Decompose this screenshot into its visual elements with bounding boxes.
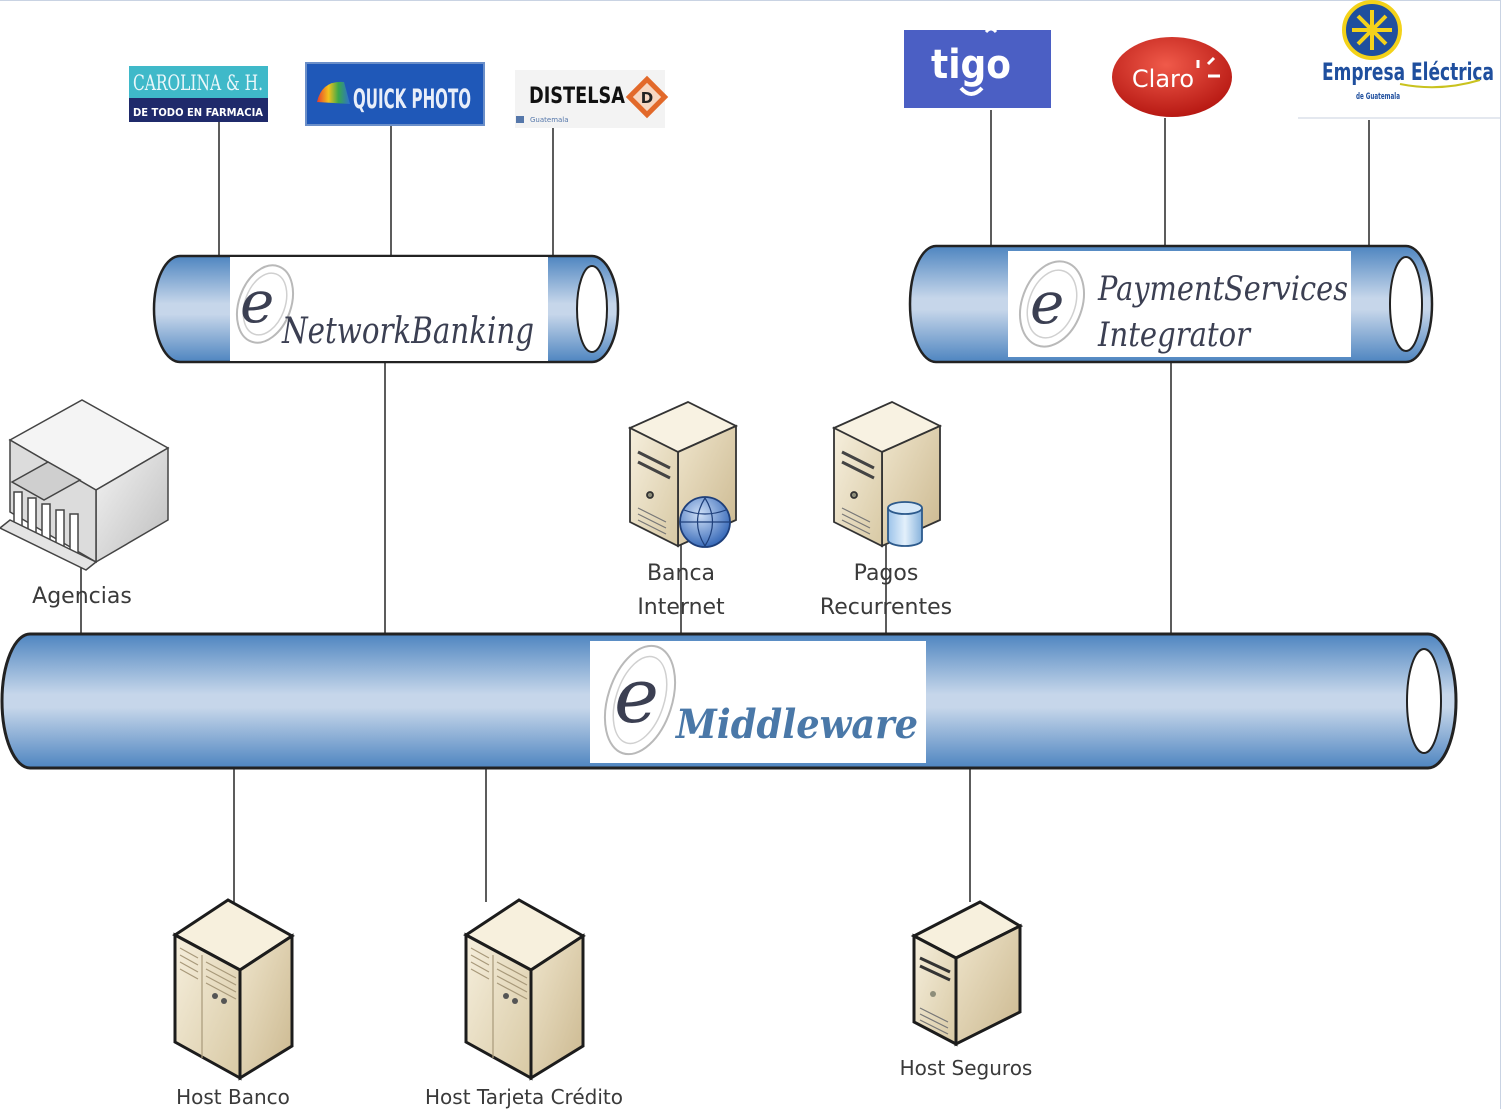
logo-empresa-tagline: de Guatemala [1356, 92, 1400, 102]
connector-lines [80, 110, 1370, 902]
server-icon [910, 900, 1024, 1047]
logo-distelsa-country: Guatemala [530, 116, 569, 124]
logo-empresa-text: Empresa Eléctrica [1322, 58, 1494, 86]
networkbanking-e-mark: e [240, 268, 274, 336]
bank-building-icon [0, 399, 170, 571]
logo-carolina-text: CAROLINA & H. [133, 71, 263, 95]
host-tarjeta-label: Host Tarjeta Crédito [425, 1085, 623, 1109]
payment-title-line1: PaymentServices [1097, 269, 1348, 309]
middleware-e-mark: e [614, 651, 659, 740]
logo-distelsa-badge: D [641, 89, 653, 107]
mainframe-icon [463, 898, 586, 1081]
logo-claro-text: Claro [1132, 65, 1194, 93]
logo-distelsa: DISTELSA Guatemala D [515, 70, 669, 128]
logo-claro: Claro [1112, 37, 1232, 117]
agencias-label: Agencias [32, 584, 132, 609]
logo-carolina-tagline: DE TODO EN FARMACIA [133, 106, 263, 119]
logo-empresa-electrica: Empresa Eléctrica de Guatemala [1298, 0, 1500, 119]
pagos-label-line2: Recurrentes [820, 595, 952, 620]
middleware-title: Middleware [674, 701, 918, 748]
database-server-icon [831, 401, 943, 548]
bus-network-banking: e NetworkBanking [152, 254, 620, 364]
host-banco-label: Host Banco [176, 1085, 290, 1109]
banca-internet-label-line2: Internet [637, 595, 725, 620]
logo-quickphoto-text: QUICK PHOTO [353, 84, 471, 115]
pagos-label-line1: Pagos [854, 561, 919, 586]
payment-e-mark: e [1030, 269, 1064, 337]
bus-payment-services: e PaymentServices Integrator [908, 244, 1434, 364]
payment-title-line2: Integrator [1097, 315, 1251, 355]
logo-tigo: tigo [904, 27, 1051, 108]
logo-tigo-text: tigo [931, 42, 1011, 88]
bus-middleware: e Middleware [0, 632, 1458, 770]
mainframe-icon [172, 898, 295, 1081]
networkbanking-title: NetworkBanking [281, 311, 534, 352]
web-server-icon [627, 401, 739, 548]
logo-carolina-h: CAROLINA & H. DE TODO EN FARMACIA [129, 66, 268, 122]
host-seguros-label: Host Seguros [900, 1056, 1033, 1080]
logo-quick-photo: QUICK PHOTO [305, 62, 485, 126]
banca-internet-label-line1: Banca [647, 561, 715, 586]
logo-distelsa-text: DISTELSA [529, 84, 625, 109]
